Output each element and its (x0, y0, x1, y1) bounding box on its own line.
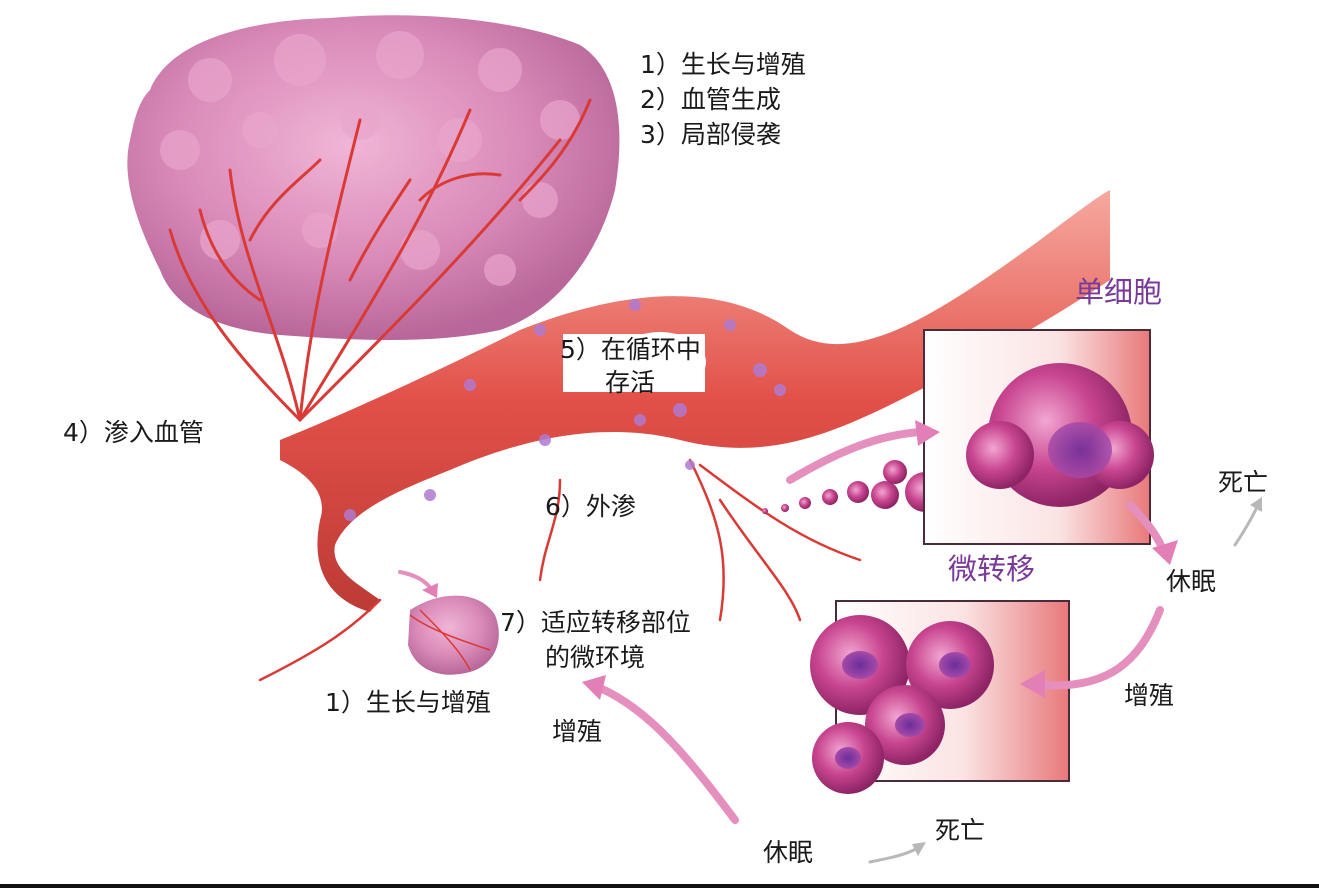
arrowheads (422, 420, 1178, 700)
dormancy-label-lower: 休眠 (763, 838, 814, 867)
proliferation-label-left: 增殖 (552, 717, 603, 746)
proliferation-label-right: 增殖 (1124, 681, 1175, 710)
extravasation-label: 6）外渗 (545, 492, 636, 521)
survival-label-line1: 5）在循环中 (560, 335, 701, 364)
circulating-cells (762, 460, 945, 514)
death-label-lower: 死亡 (935, 816, 986, 845)
adaptation-label-line1: 7）适应转移部位 (500, 608, 691, 637)
single-cell-panel (923, 329, 1154, 545)
primary-step-2: 2）血管生成 (640, 85, 781, 114)
secondary-tumor (408, 595, 499, 675)
single-cell-label: 单细胞 (1075, 275, 1163, 309)
secondary-growth-label: 1）生长与增殖 (325, 688, 491, 717)
adaptation-label-line2: 的微环境 (545, 643, 646, 672)
primary-step-3: 3）局部侵袭 (640, 120, 781, 149)
intravasation-label: 4）渗入血管 (63, 418, 204, 447)
survival-label-background (563, 334, 705, 392)
survival-label-line2: 存活 (605, 368, 656, 397)
death-label-upper: 死亡 (1218, 468, 1269, 497)
micrometastasis-label: 微转移 (948, 552, 1036, 586)
dormancy-label-upper: 休眠 (1166, 567, 1217, 596)
primary-tumor (127, 15, 620, 422)
primary-step-1: 1）生长与增殖 (640, 50, 806, 79)
thin-arrowheads (912, 497, 1262, 856)
micrometastasis-panel (810, 600, 1070, 794)
bottom-rule (0, 884, 1319, 888)
